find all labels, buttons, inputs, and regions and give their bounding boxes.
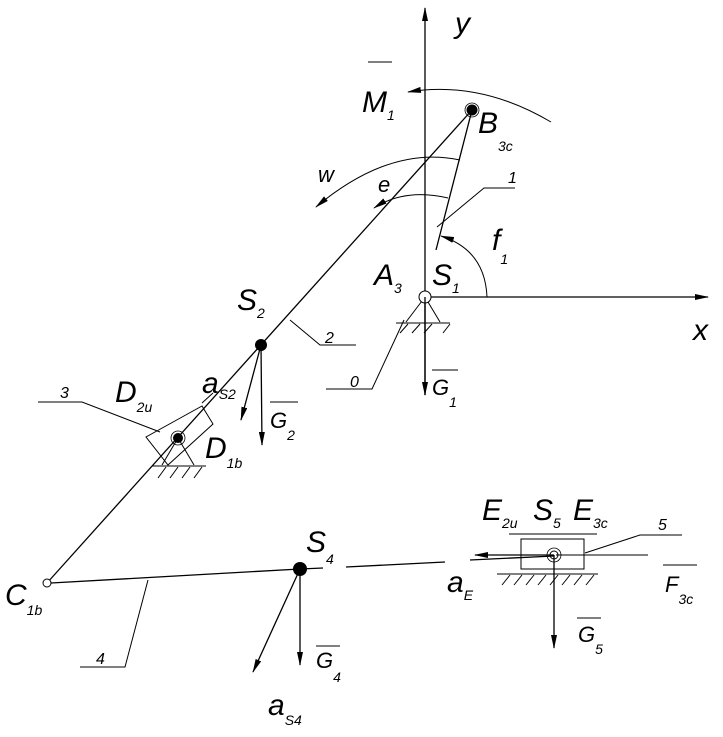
label-D2u: D2u xyxy=(115,376,152,415)
label-D1b: D1b xyxy=(205,432,242,471)
leader-lines xyxy=(38,187,682,668)
link-4-segment xyxy=(345,561,446,568)
vector-overlines xyxy=(270,61,697,647)
y-axis-label: y xyxy=(453,7,472,40)
force-G2-arrow xyxy=(258,344,265,446)
label-S5: S5 xyxy=(533,494,561,531)
label-C1b: C1b xyxy=(5,579,42,618)
link-number-3: 3 xyxy=(60,385,69,402)
label-G4: G4 xyxy=(316,648,341,685)
slider-5 xyxy=(497,538,648,586)
label-B3c: B3c xyxy=(478,107,513,154)
label-G5: G5 xyxy=(578,622,603,657)
label-G2: G2 xyxy=(270,408,295,443)
label-epsilon: e xyxy=(378,172,390,197)
link-1 xyxy=(435,109,473,251)
label-M1: M1 xyxy=(362,86,395,123)
label-omega: w xyxy=(318,162,336,187)
label-aE: aE xyxy=(447,566,474,603)
joint-B-ring xyxy=(464,102,480,118)
link-number-1: 1 xyxy=(508,170,517,187)
label-S1: S1 xyxy=(432,259,460,296)
link-number-5: 5 xyxy=(658,517,667,534)
link-4-segment xyxy=(469,555,555,561)
label-A3: A3 xyxy=(372,259,402,296)
joint-C xyxy=(42,578,52,588)
link-number-0: 0 xyxy=(350,374,359,391)
label-G1: G1 xyxy=(432,375,457,410)
label-f1: f1 xyxy=(492,224,508,267)
label-aS4: aS4 xyxy=(268,689,302,728)
label-E2u: E2u xyxy=(482,494,518,531)
label-S2: S2 xyxy=(237,284,265,321)
accel-aS4-arrow xyxy=(252,568,301,673)
label-S4: S4 xyxy=(306,526,334,567)
epsilon-arc xyxy=(373,194,449,209)
label-aS2: aS2 xyxy=(202,367,236,402)
moment-M1-arc xyxy=(407,86,552,123)
link-4 xyxy=(50,568,301,584)
label-F3c: F3c xyxy=(665,572,693,607)
omega-arc xyxy=(315,156,461,208)
angle-f1-arc xyxy=(440,235,488,298)
accel-aS2-arrow xyxy=(240,344,262,421)
link-number-2: 2 xyxy=(324,330,334,347)
link-number-4: 4 xyxy=(96,651,105,668)
slider-3 xyxy=(145,392,214,479)
label-E3c: E3c xyxy=(573,494,608,531)
x-axis-label: x xyxy=(691,314,709,347)
